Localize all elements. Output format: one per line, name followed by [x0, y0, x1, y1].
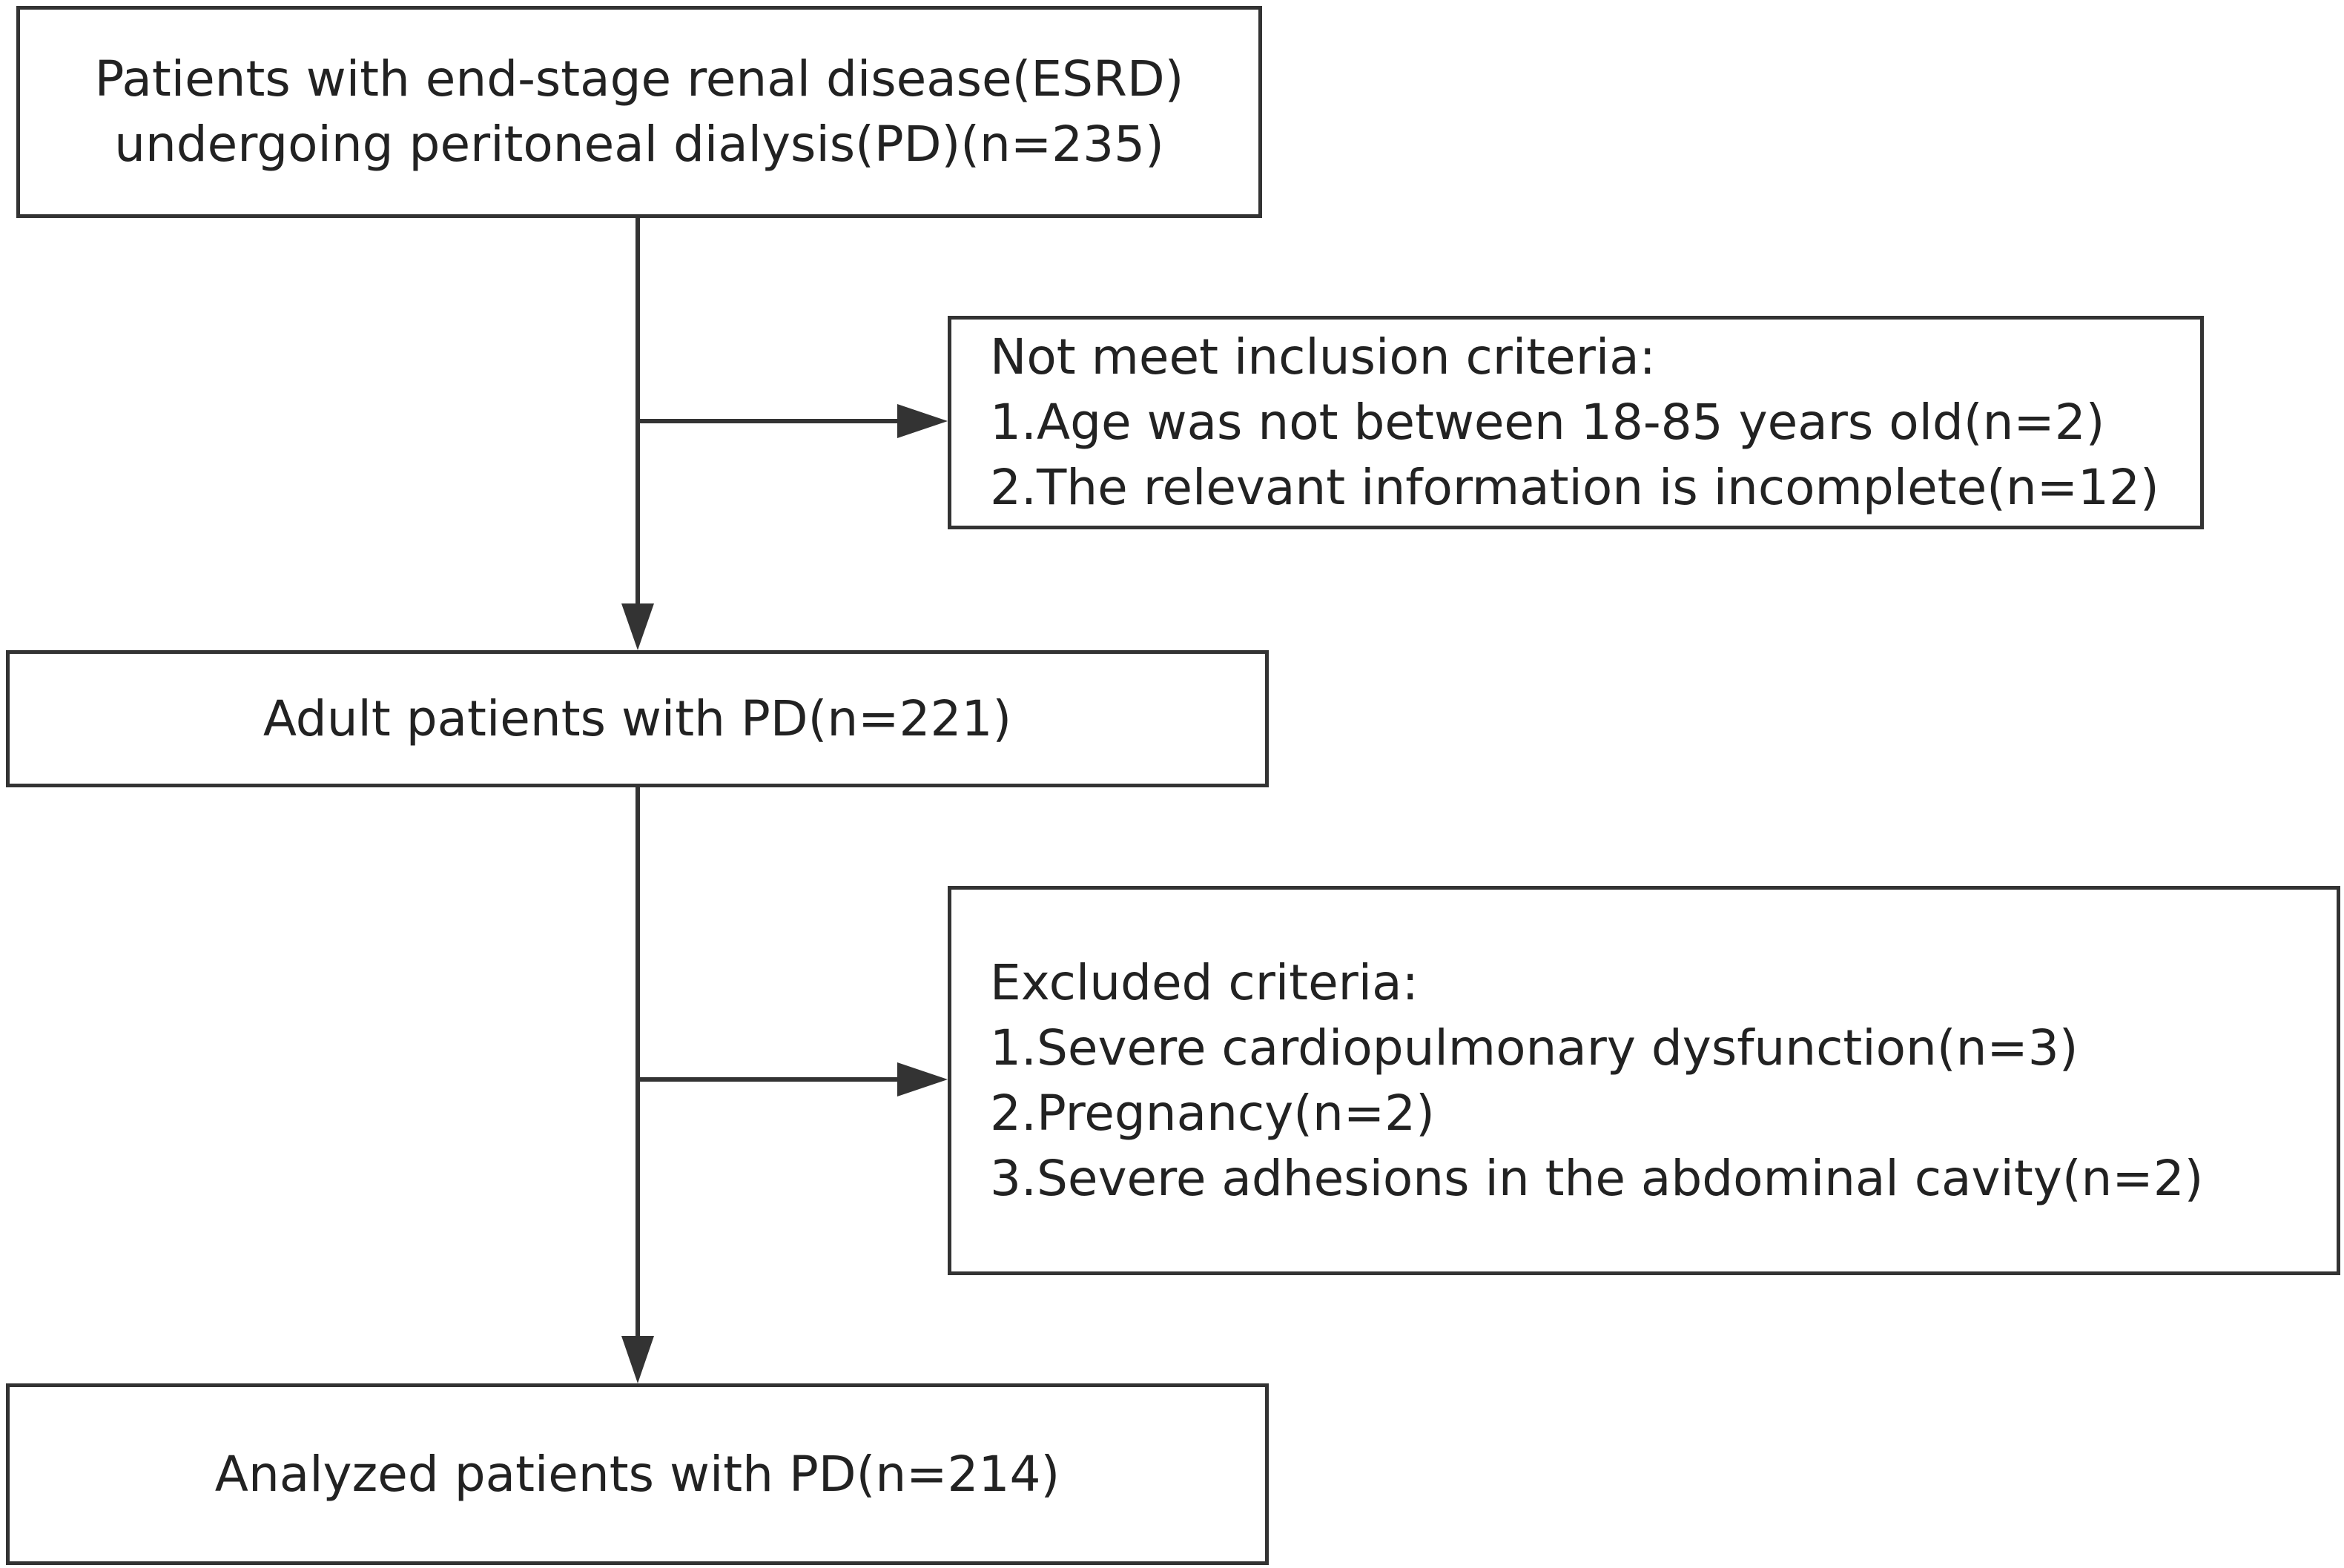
exclusion-2-item-3: 3.Severe adhesions in the abdominal cavi…	[990, 1149, 2204, 1207]
arrowhead-right-icon	[897, 1062, 948, 1096]
exclusion-1-item-2: 2.The relevant information is incomplete…	[990, 459, 2159, 516]
exclusion-box-inclusion-criteria: Not meet inclusion criteria: 1.Age was n…	[948, 316, 2204, 529]
connector-to-exclusion-2	[638, 1062, 948, 1096]
arrowhead-down-icon	[621, 1336, 654, 1383]
start-box-line-2: undergoing peritoneal dialysis(PD)(n=235…	[114, 116, 1164, 173]
start-box-line-1: Patients with end-stage renal disease(ES…	[94, 50, 1184, 107]
connector-adult-to-final	[621, 787, 654, 1383]
arrowhead-right-icon	[897, 404, 948, 438]
arrowhead-down-icon	[621, 603, 654, 650]
analyzed-patients-label: Analyzed patients with PD(n=214)	[214, 1445, 1060, 1503]
start-box: Patients with end-stage renal disease(ES…	[16, 6, 1262, 218]
exclusion-box-excluded-criteria: Excluded criteria: 1.Severe cardiopulmon…	[948, 886, 2340, 1275]
adult-patients-box: Adult patients with PD(n=221)	[6, 650, 1269, 787]
exclusion-2-item-1: 1.Severe cardiopulmonary dysfunction(n=3…	[990, 1019, 2079, 1076]
connector-start-to-adult	[621, 218, 654, 650]
exclusion-1-item-1: 1.Age was not between 18-85 years old(n=…	[990, 394, 2105, 451]
exclusion-2-item-2: 2.Pregnancy(n=2)	[990, 1084, 1435, 1142]
exclusion-2-heading: Excluded criteria:	[990, 953, 1419, 1011]
exclusion-1-heading: Not meet inclusion criteria:	[990, 328, 1656, 386]
connector-to-exclusion-1	[638, 404, 948, 438]
adult-patients-label: Adult patients with PD(n=221)	[263, 689, 1012, 747]
analyzed-patients-box: Analyzed patients with PD(n=214)	[6, 1383, 1269, 1565]
